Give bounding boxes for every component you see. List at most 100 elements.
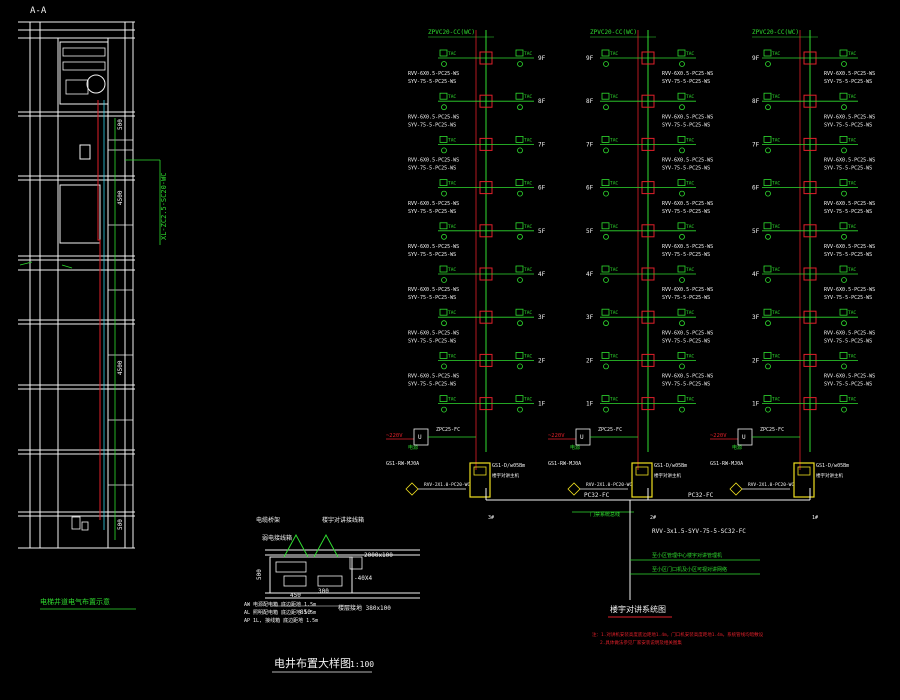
power-label: ~220V bbox=[710, 433, 727, 439]
cable-label-a: RVV-6X0.5-PC25-WS bbox=[408, 158, 459, 164]
right-device-label: TAC bbox=[524, 94, 532, 100]
floor-label: 3F bbox=[586, 314, 594, 321]
power-sub: 电源 bbox=[570, 444, 580, 451]
floor-label: 8F bbox=[538, 98, 546, 105]
panel-screen bbox=[473, 466, 487, 476]
left-device-box bbox=[601, 179, 610, 187]
right-device-label: TAC bbox=[848, 181, 856, 187]
right-outlet bbox=[517, 406, 523, 413]
door-station bbox=[405, 482, 419, 496]
cable-label-b: SYV-75-5-PC25-WS bbox=[408, 338, 456, 344]
floor-label: 9F bbox=[752, 55, 760, 62]
floor-label: 7F bbox=[538, 141, 546, 148]
right-outlet bbox=[679, 147, 685, 154]
bus-trunk-label: RVV-3x1.5-SYV-75-5-SC32-FC bbox=[652, 528, 746, 535]
left-outlet bbox=[603, 406, 609, 413]
left-outlet bbox=[603, 363, 609, 370]
right-device-box bbox=[677, 308, 686, 316]
left-device-box bbox=[763, 92, 772, 100]
right-device-label: TAC bbox=[524, 181, 532, 187]
cable-label-b: SYV-75-5-PC25-WS bbox=[824, 338, 872, 344]
bus-note-1: 至小区管理中心楼宇对讲管理机 bbox=[652, 552, 722, 559]
floor-label: 6F bbox=[752, 185, 760, 192]
right-device-box bbox=[677, 135, 686, 143]
right-device-label: TAC bbox=[686, 310, 694, 316]
shaft-plan-detail: 电缆桥架 楼宇对讲接线箱 弱电接线箱 2000x100 -40X4 500 45… bbox=[244, 516, 420, 673]
power-label: ~220V bbox=[386, 433, 403, 439]
left-device-label: TAC bbox=[610, 51, 618, 57]
right-device-box bbox=[515, 179, 524, 187]
right-outlet bbox=[841, 233, 847, 240]
cable-label-a: RVV-6X0.5-PC25-WS bbox=[662, 330, 713, 336]
left-device-box bbox=[763, 135, 772, 143]
right-device-box bbox=[677, 265, 686, 273]
floor-label: 2F bbox=[538, 357, 546, 364]
left-outlet bbox=[603, 277, 609, 283]
left-device-label: TAC bbox=[610, 397, 618, 403]
cable-label-a: RVV-6X0.5-PC25-WS bbox=[662, 287, 713, 293]
left-outlet bbox=[765, 277, 771, 283]
left-device-label: TAC bbox=[610, 181, 618, 187]
left-device-label: TAC bbox=[772, 181, 780, 187]
right-outlet bbox=[841, 277, 847, 283]
floor-label: 4F bbox=[586, 271, 594, 278]
left-device-label: TAC bbox=[772, 224, 780, 230]
floor-code: 3# bbox=[488, 515, 494, 521]
bus-center-label: 门禁系统总线 bbox=[590, 511, 620, 518]
plan-legend-1: AW 电源配电箱 底边距地 1.5m bbox=[244, 601, 316, 608]
left-outlet bbox=[603, 190, 609, 197]
left-outlet bbox=[441, 147, 447, 154]
right-device-box bbox=[515, 395, 524, 403]
cable-label-b: SYV-75-5-PC25-WS bbox=[662, 295, 710, 301]
left-device-label: TAC bbox=[448, 51, 456, 57]
left-outlet bbox=[765, 363, 771, 370]
cable-label-a: RVV-6X0.5-PC25-WS bbox=[408, 201, 459, 207]
right-device-label: TAC bbox=[848, 353, 856, 359]
left-device-box bbox=[601, 351, 610, 359]
plan-note: 楼层接地 380x100 bbox=[338, 604, 391, 612]
left-outlet bbox=[441, 61, 447, 67]
right-outlet bbox=[517, 320, 523, 327]
left-device-box bbox=[601, 135, 610, 143]
cable-label-b: SYV-75-5-PC25-WS bbox=[662, 209, 710, 215]
right-device-label: TAC bbox=[686, 51, 694, 57]
floor-label: 5F bbox=[538, 228, 546, 235]
right-outlet bbox=[841, 147, 847, 154]
floor-label: 2F bbox=[586, 357, 594, 364]
cable-label-a: RVV-6X0.5-PC25-WS bbox=[408, 330, 459, 336]
left-outlet bbox=[441, 190, 447, 197]
cable-label-b: SYV-75-5-PC25-WS bbox=[662, 122, 710, 128]
panel-sub: 楼宇对讲主机 bbox=[816, 472, 843, 479]
left-outlet bbox=[603, 233, 609, 240]
left-device-label: TAC bbox=[448, 137, 456, 143]
panel-label: GS1-D/w05Bm bbox=[816, 463, 849, 469]
left-device-box bbox=[763, 179, 772, 187]
left-device-box bbox=[601, 222, 610, 230]
left-outlet bbox=[765, 147, 771, 154]
left-device-box bbox=[763, 395, 772, 403]
floor-label: 4F bbox=[752, 271, 760, 278]
right-device-label: TAC bbox=[848, 310, 856, 316]
panel-feed-label: RVV-2X1.0-PC20-WC bbox=[586, 482, 632, 488]
floor-label: 9F bbox=[538, 55, 546, 62]
door-label: GS1-RW-MJ0A bbox=[710, 461, 743, 467]
cable-label-a: RVV-6X0.5-PC25-WS bbox=[662, 158, 713, 164]
left-device-label: TAC bbox=[772, 51, 780, 57]
left-outlet bbox=[603, 320, 609, 327]
right-outlet bbox=[517, 147, 523, 154]
right-device-box bbox=[515, 222, 524, 230]
cable-label-a: RVV-6X0.5-PC25-WS bbox=[824, 71, 875, 77]
feed-label: ZPC25-FC bbox=[436, 427, 460, 433]
left-outlet bbox=[765, 233, 771, 240]
left-device-label: TAC bbox=[448, 310, 456, 316]
right-outlet bbox=[679, 233, 685, 240]
bus-left-link: PC32-FC bbox=[584, 492, 610, 499]
right-device-box bbox=[839, 265, 848, 273]
left-device-box bbox=[439, 135, 448, 143]
left-device-box bbox=[763, 308, 772, 316]
footnote-2: 2.具体做法参见厂家安装说明及相关图集 bbox=[600, 639, 682, 646]
plan-dim-2: 450 bbox=[290, 592, 301, 599]
plan-dim-4: 850 bbox=[300, 609, 311, 616]
panel-screen bbox=[635, 466, 649, 476]
